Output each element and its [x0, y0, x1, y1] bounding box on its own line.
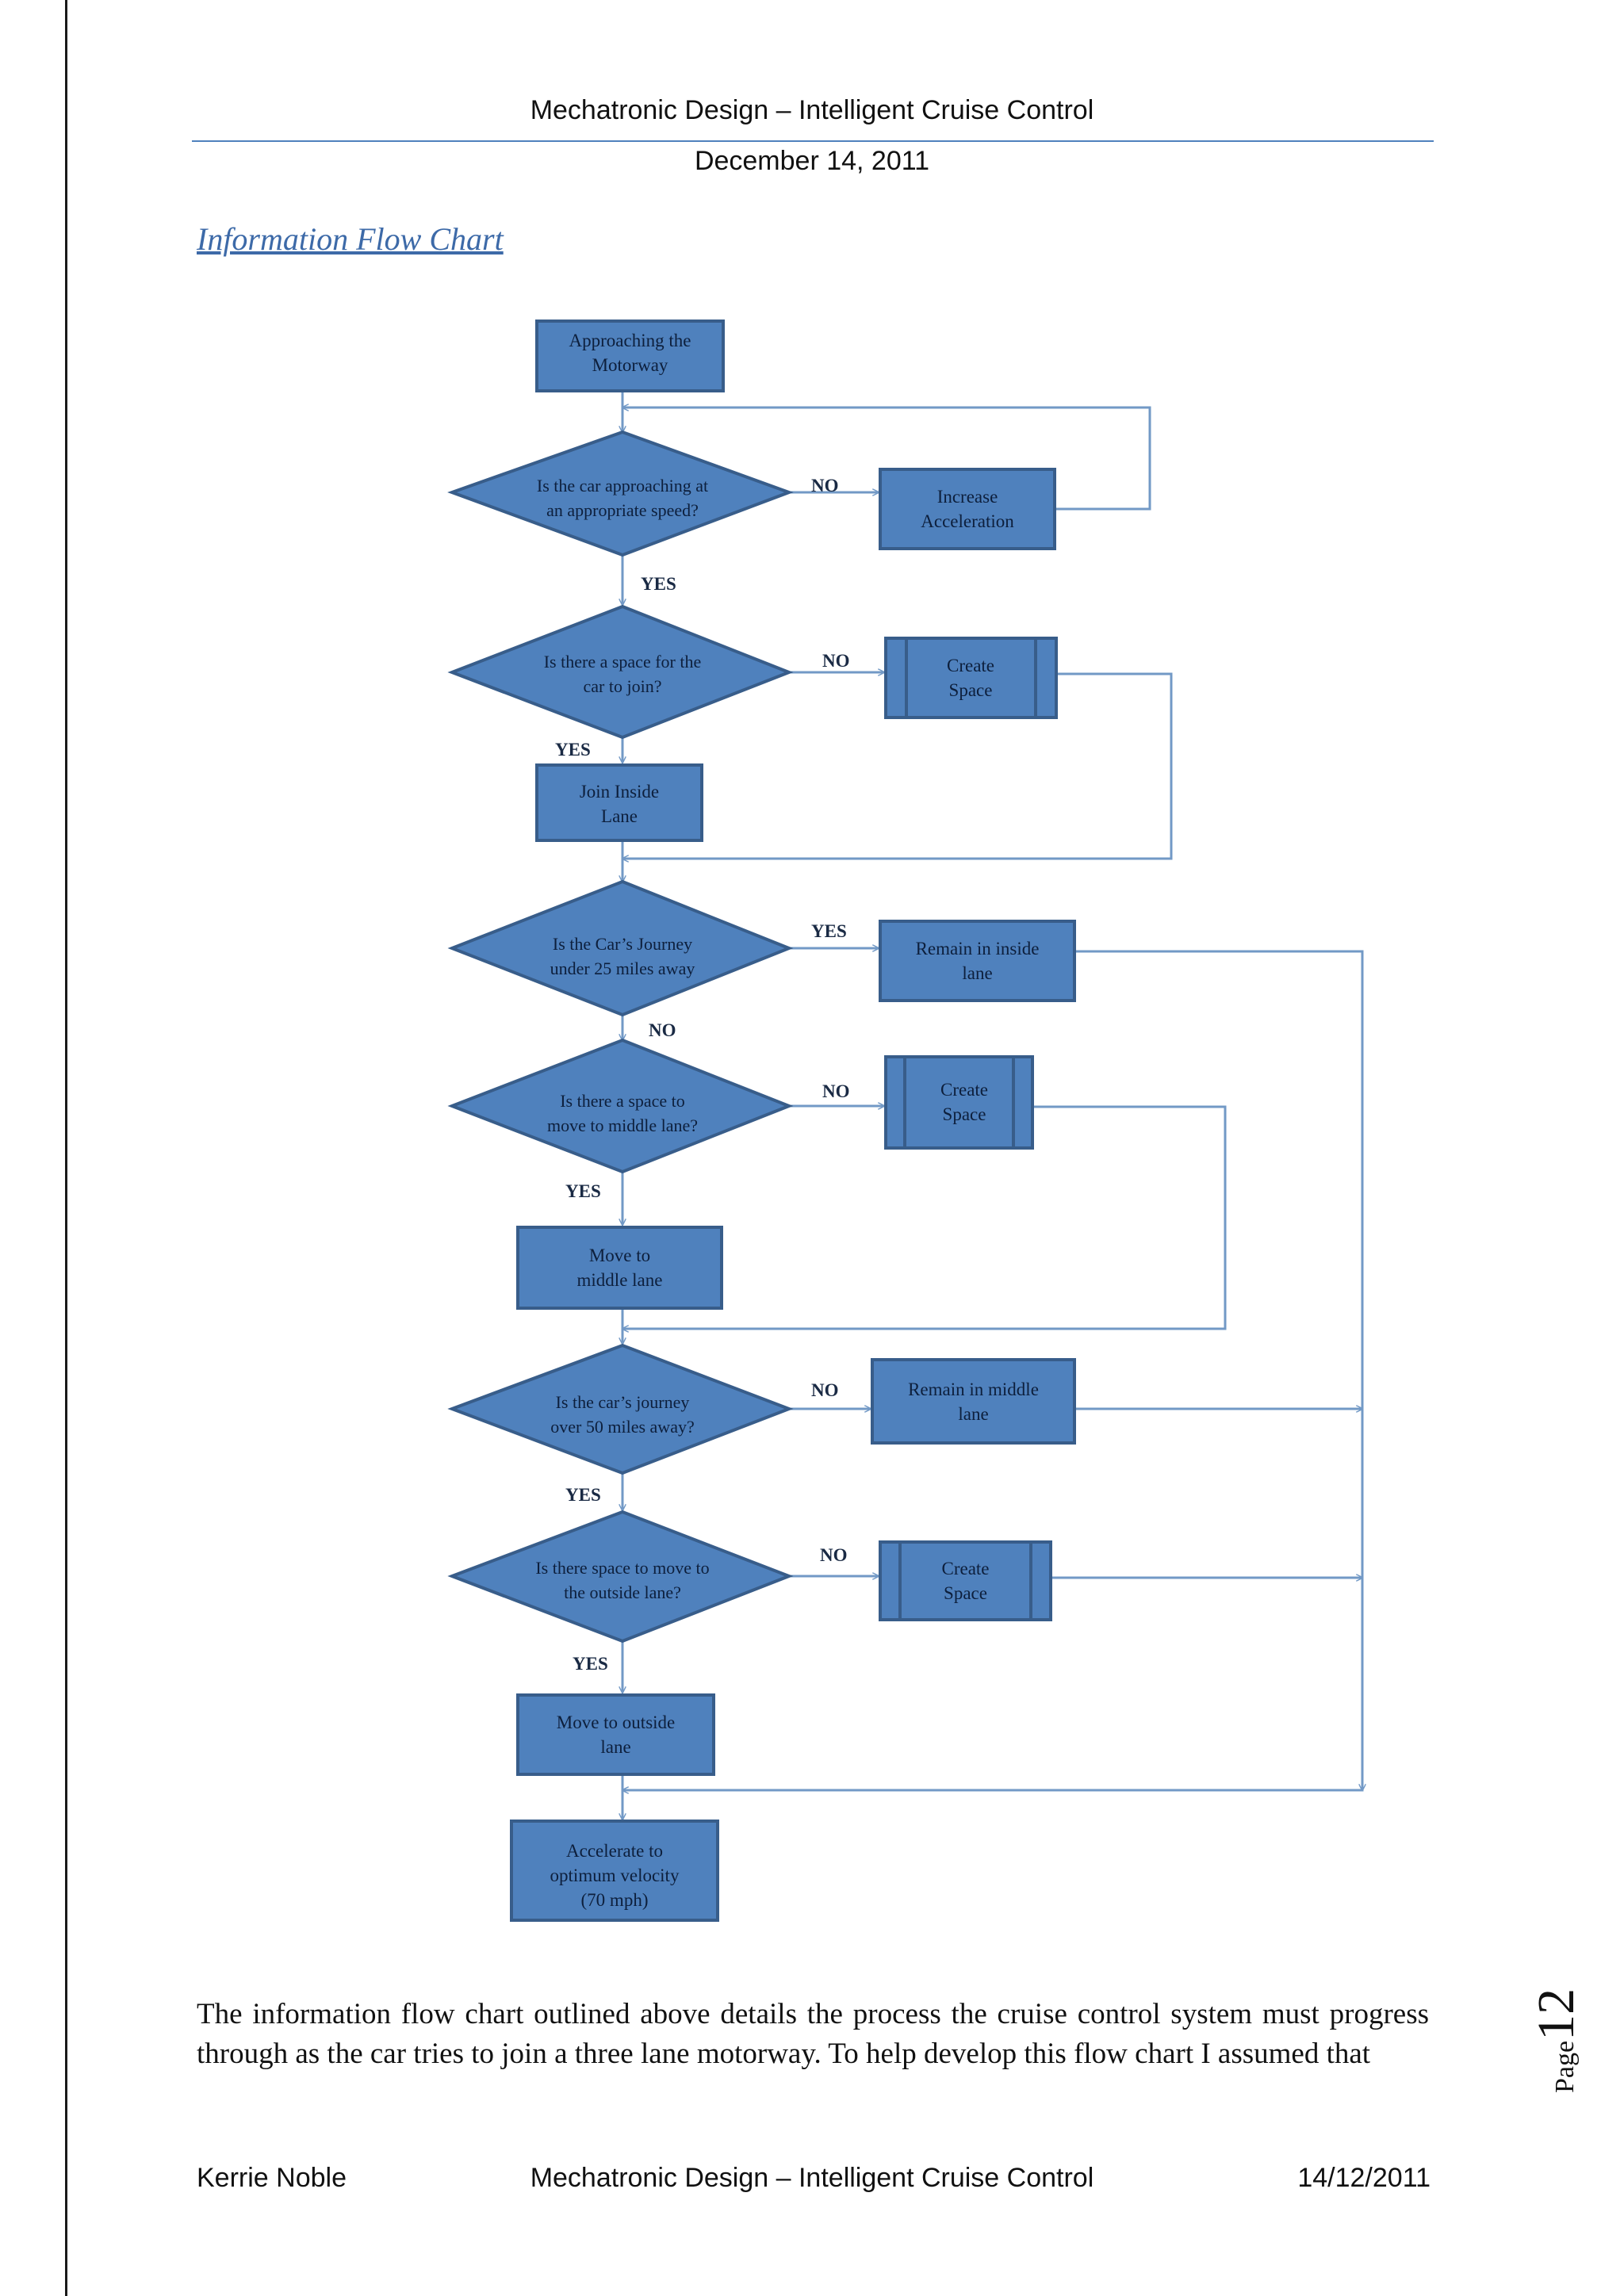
node-remain-middle-lane-line-2: lane — [958, 1404, 988, 1424]
body-paragraph: The information flow chart outlined abov… — [197, 1998, 1429, 2070]
node-create-space-1: Create Space — [884, 637, 1058, 719]
decision-space-outside-lane-line-1: Is there space to move to — [535, 1558, 709, 1578]
node-create-space-1-line-2: Space — [949, 680, 993, 700]
footer-author: Kerrie Noble — [197, 2163, 347, 2193]
decision-journey-over-50: Is the car’s journey over 50 miles away? — [447, 1343, 794, 1475]
node-increase-acceleration-line-1: Increase — [937, 487, 998, 507]
node-move-outside-lane-line-1: Move to outside — [557, 1712, 676, 1732]
node-create-space-1-line-1: Create — [947, 656, 994, 675]
node-join-inside-lane-line-2: Lane — [601, 806, 638, 826]
node-move-middle-lane: Move to middle lane — [516, 1226, 723, 1310]
decision-space-to-join-line-2: car to join? — [584, 676, 662, 696]
edge-label-outside-yes: YES — [573, 1654, 608, 1674]
node-create-space-3-line-2: Space — [944, 1583, 987, 1603]
connector-right-bus — [622, 950, 1364, 1790]
node-remain-middle-lane: Remain in middle lane — [871, 1358, 1076, 1445]
node-approach-line-1: Approaching the — [569, 331, 691, 350]
footer-title: Mechatronic Design – Intelligent Cruise … — [530, 2163, 1094, 2193]
node-increase-acceleration-line-2: Acceleration — [921, 511, 1014, 531]
decision-appropriate-speed: Is the car approaching at an appropriate… — [447, 430, 794, 557]
decision-space-outside-lane-line-2: the outside lane? — [564, 1582, 681, 1602]
node-create-space-2: Create Space — [884, 1055, 1034, 1150]
node-create-space-3-line-1: Create — [941, 1559, 989, 1578]
node-accelerate-optimum-line-2: optimum velocity — [550, 1866, 680, 1885]
page-margin-line — [65, 0, 67, 2296]
edge-label-middle-no: NO — [822, 1081, 850, 1101]
node-move-middle-lane-line-2: middle lane — [577, 1270, 663, 1290]
edge-label-outside-no: NO — [820, 1545, 848, 1565]
page-number: Page12 — [1503, 1966, 1590, 2093]
node-approach-line-2: Motorway — [592, 355, 668, 375]
decision-appropriate-speed-line-1: Is the car approaching at — [537, 476, 708, 496]
decision-space-to-join-line-1: Is there a space for the — [544, 652, 702, 672]
node-move-outside-lane: Move to outside lane — [516, 1693, 715, 1776]
decision-appropriate-speed-line-2: an appropriate speed? — [546, 500, 699, 520]
node-join-inside-lane-line-1: Join Inside — [580, 782, 659, 802]
node-move-outside-lane-line-2: lane — [600, 1737, 630, 1757]
decision-journey-over-50-line-1: Is the car’s journey — [556, 1392, 690, 1412]
decision-journey-over-50-line-2: over 50 miles away? — [550, 1417, 694, 1437]
connector-create-space-1-return — [622, 672, 1173, 859]
edge-label-speed-yes: YES — [641, 574, 676, 594]
edge-label-middle-yes: YES — [565, 1181, 601, 1201]
edge-label-j50-yes: YES — [565, 1485, 601, 1505]
node-remain-inside-lane-line-1: Remain in inside — [916, 939, 1040, 959]
header-title: Mechatronic Design – Intelligent Cruise … — [530, 95, 1094, 125]
decision-space-middle-lane: Is there a space to move to middle lane? — [447, 1038, 794, 1174]
edge-label-j25-no: NO — [649, 1020, 676, 1040]
header-rule — [192, 140, 1434, 142]
node-increase-acceleration: Increase Acceleration — [879, 468, 1056, 550]
page-number-label: Page — [1550, 2040, 1580, 2093]
decision-space-outside-lane: Is there space to move to the outside la… — [447, 1510, 794, 1644]
decision-space-middle-lane-line-2: move to middle lane? — [547, 1115, 698, 1135]
decision-journey-under-25-line-1: Is the Car’s Journey — [553, 934, 692, 954]
node-remain-middle-lane-line-1: Remain in middle — [908, 1380, 1039, 1399]
edge-label-join-no: NO — [822, 651, 850, 671]
node-remain-inside-lane: Remain in inside lane — [879, 920, 1076, 1002]
node-approach: Approaching the Motorway — [535, 320, 725, 392]
connectors — [622, 391, 1362, 1820]
decision-space-to-join: Is there a space for the car to join? — [447, 604, 794, 740]
footer-date: 14/12/2011 — [1297, 2163, 1431, 2193]
section-title: Information Flow Chart — [197, 221, 504, 257]
edge-label-speed-no: NO — [811, 476, 839, 496]
decision-journey-under-25: Is the Car’s Journey under 25 miles away — [447, 879, 794, 1017]
node-move-middle-lane-line-1: Move to — [589, 1246, 650, 1265]
node-accelerate-optimum-line-1: Accelerate to — [566, 1841, 663, 1861]
header-date: December 14, 2011 — [694, 146, 930, 176]
connector-create-space-2-return — [622, 1105, 1227, 1329]
decision-space-middle-lane-line-1: Is there a space to — [560, 1091, 685, 1111]
decision-journey-under-25-line-2: under 25 miles away — [550, 959, 695, 978]
connector-accel-loop — [622, 408, 1151, 511]
edge-label-j25-yes: YES — [811, 921, 847, 941]
node-join-inside-lane: Join Inside Lane — [535, 763, 703, 842]
edge-label-j50-no: NO — [811, 1380, 839, 1400]
node-create-space-2-line-2: Space — [943, 1104, 986, 1124]
node-create-space-3: Create Space — [879, 1540, 1052, 1621]
node-accelerate-optimum: Accelerate to optimum velocity (70 mph) — [510, 1820, 719, 1922]
node-accelerate-optimum-line-3: (70 mph) — [581, 1890, 649, 1910]
node-remain-inside-lane-line-2: lane — [962, 963, 992, 983]
page-number-value: 12 — [1527, 1988, 1585, 2041]
node-create-space-2-line-1: Create — [940, 1080, 988, 1100]
edge-label-join-yes: YES — [555, 740, 591, 760]
